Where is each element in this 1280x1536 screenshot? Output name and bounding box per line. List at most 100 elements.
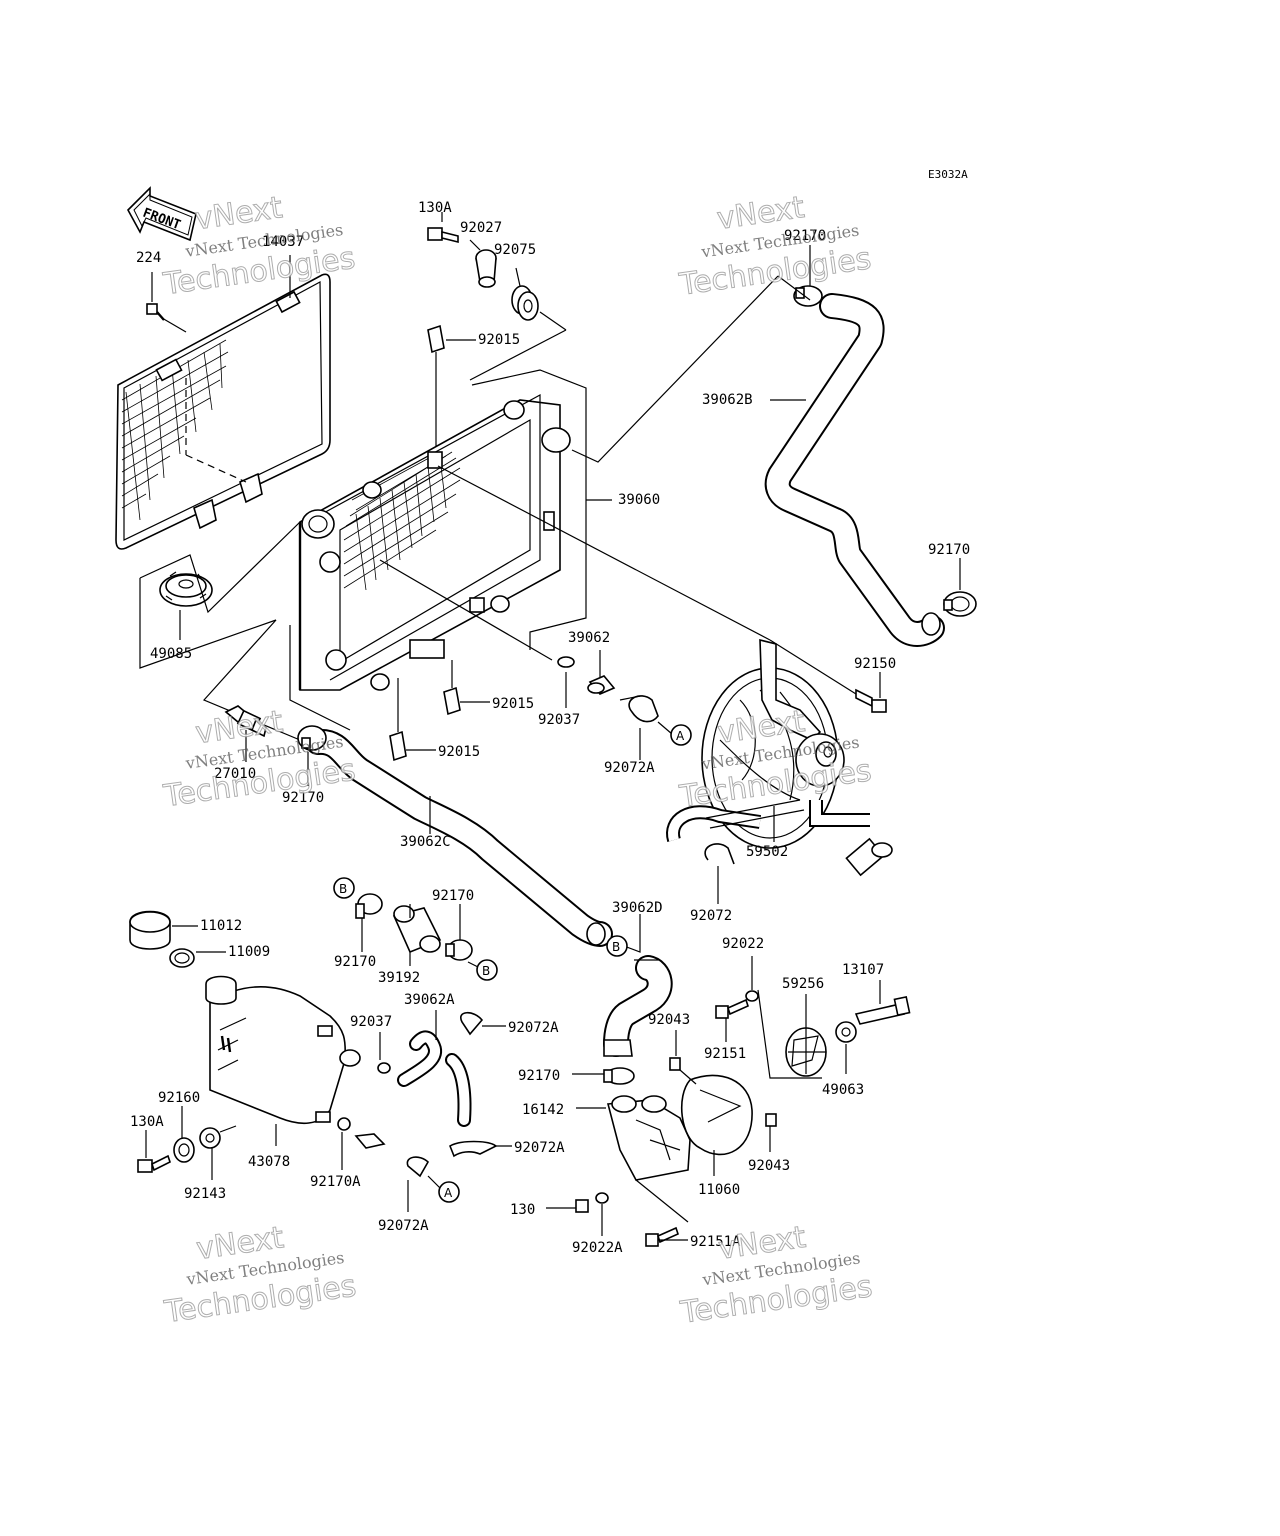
label-92160: 92160	[158, 1090, 200, 1106]
label-92072A-mid: 92072A	[604, 760, 655, 776]
label-92022A: 92022A	[572, 1240, 623, 1256]
watermark-top-right: vNext vNext Technologies Technologies	[676, 189, 874, 303]
seal-49063	[835, 1021, 857, 1043]
label-39062C: 39062C	[400, 834, 451, 850]
svg-text:A: A	[676, 729, 685, 743]
front-arrow: FRONT	[127, 186, 197, 242]
part-labels: 224 14037 130A 92027 92075 92015 92170 3…	[130, 200, 970, 1256]
bolt-92151	[715, 998, 749, 1019]
bolt-130	[575, 1199, 589, 1213]
impeller-59256	[785, 1027, 827, 1077]
label-27010: 27010	[214, 766, 256, 782]
label-59256: 59256	[782, 976, 824, 992]
clip-92015-top	[427, 324, 445, 354]
label-130: 130	[510, 1202, 535, 1218]
radiator-39060	[298, 393, 571, 691]
clamp-92072A-mid	[628, 695, 659, 723]
label-16142: 16142	[522, 1102, 564, 1118]
pin-92043-a	[669, 1057, 681, 1071]
callout-B-hose: B	[606, 935, 628, 957]
label-11060: 11060	[698, 1182, 740, 1198]
label-92022: 92022	[722, 936, 764, 952]
label-39060: 39060	[618, 492, 660, 508]
watermark-top-left: vNext vNext Technologies Technologies	[160, 190, 358, 303]
clip-92170A	[337, 1117, 386, 1149]
callout-B-b2: B	[476, 959, 498, 981]
callout-A-low: A	[438, 1181, 460, 1203]
label-13107: 13107	[842, 962, 884, 978]
bolt-224	[146, 303, 187, 333]
fan-59502	[666, 638, 893, 877]
clamp-92170-c	[603, 1067, 635, 1085]
label-92170A: 92170A	[310, 1174, 361, 1190]
clamp-92072A-b	[449, 1140, 498, 1158]
label-11012: 11012	[200, 918, 242, 934]
gasket-11009	[169, 948, 195, 968]
label-92037-mid: 92037	[538, 712, 580, 728]
cap-11012	[129, 910, 171, 950]
label-49085: 49085	[150, 646, 192, 662]
bolt-130A-top	[427, 212, 459, 244]
label-92170-tr: 92170	[784, 228, 826, 244]
label-92170-r: 92170	[928, 542, 970, 558]
label-92143: 92143	[184, 1186, 226, 1202]
grommet-92160	[173, 1137, 195, 1163]
clamp-92072A-c	[406, 1156, 429, 1178]
label-92015-mid: 92015	[492, 696, 534, 712]
label-39062A: 39062A	[404, 992, 455, 1008]
label-92151A: 92151A	[690, 1234, 741, 1250]
watermark-bottom-left: vNext vNext Technologies Technologies	[161, 1220, 359, 1331]
hose-39062A	[397, 1030, 472, 1127]
label-49063: 49063	[822, 1082, 864, 1098]
hose-39062B	[764, 293, 945, 647]
clip-92037-mid	[557, 656, 575, 668]
label-92075: 92075	[494, 242, 536, 258]
label-39062B: 39062B	[702, 392, 753, 408]
label-92170-l: 92170	[282, 790, 324, 806]
label-92037-low: 92037	[350, 1014, 392, 1030]
tube-39062	[587, 675, 616, 695]
hose-39062C	[305, 728, 613, 947]
clip-92037-low	[377, 1062, 391, 1074]
clamp-92170-r	[943, 591, 977, 617]
pin-92043-b	[765, 1113, 777, 1127]
bolt-130A-low	[137, 1154, 171, 1173]
label-92015-top: 92015	[478, 332, 520, 348]
svg-text:vNext: vNext	[715, 190, 807, 237]
svg-text:B: B	[612, 940, 620, 954]
callout-B-b1: B	[333, 877, 355, 899]
label-92043-b: 92043	[748, 1158, 790, 1174]
label-39062: 39062	[568, 630, 610, 646]
pump-body-16142	[606, 1095, 691, 1181]
clamp-92170-b2	[445, 939, 473, 961]
label-92072A-c: 92072A	[378, 1218, 429, 1234]
reservoir-43078	[205, 975, 361, 1125]
clip-92015-mid	[443, 686, 461, 716]
label-39062D: 39062D	[612, 900, 663, 916]
label-92072: 92072	[690, 908, 732, 924]
washer-92022A	[595, 1192, 609, 1204]
clamp-92170-b1	[355, 893, 383, 919]
label-11009: 11009	[228, 944, 270, 960]
label-92170-b2: 92170	[432, 888, 474, 904]
label-92072A-a: 92072A	[508, 1020, 559, 1036]
label-92043-a: 92043	[648, 1012, 690, 1028]
label-59502: 59502	[746, 844, 788, 860]
collar-92027	[475, 249, 497, 288]
washer-92022	[745, 990, 759, 1002]
clip-92015-low	[389, 730, 407, 762]
diagram-code: E3032A	[928, 168, 968, 181]
bolt-92151A	[645, 1226, 679, 1247]
label-224: 224	[136, 250, 161, 266]
damper-92075	[511, 285, 539, 321]
svg-text:A: A	[444, 1186, 453, 1200]
svg-text:B: B	[339, 882, 347, 896]
label-43078: 43078	[248, 1154, 290, 1170]
collar-92143	[199, 1127, 221, 1149]
callout-A-mid: A	[670, 724, 692, 746]
bolt-92150	[855, 688, 887, 713]
label-92027: 92027	[460, 220, 502, 236]
label-92150: 92150	[854, 656, 896, 672]
label-92072A-b: 92072A	[514, 1140, 565, 1156]
